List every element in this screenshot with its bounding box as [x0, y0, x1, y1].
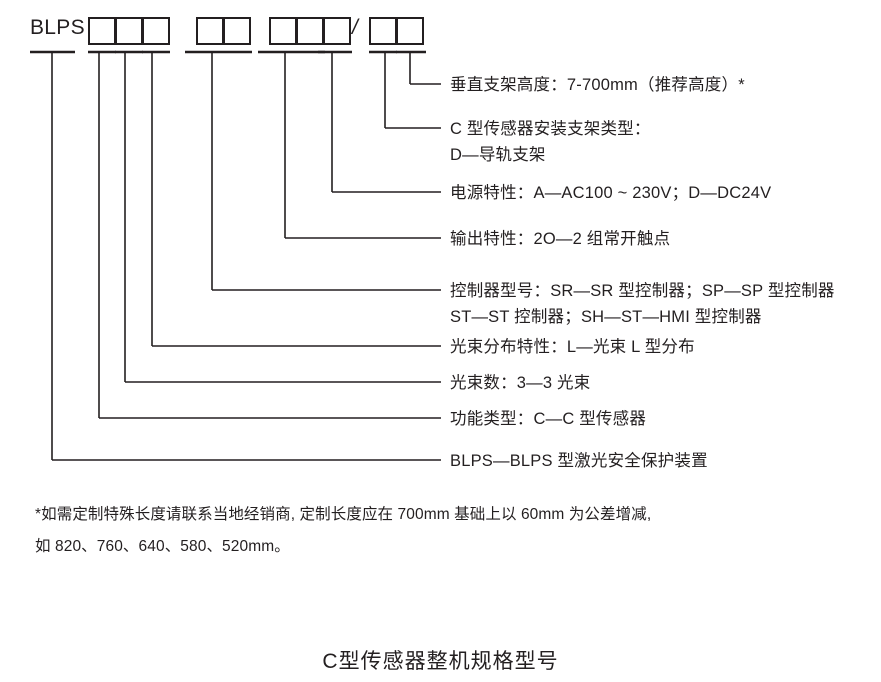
label-bracket-type-line-1: C 型传感器安装支架类型：	[450, 120, 651, 138]
box-4[interactable]	[196, 17, 224, 45]
diagram-caption: C型传感器整机规格型号	[322, 650, 559, 673]
label-function-type: 功能类型：C—C 型传感器	[450, 406, 646, 432]
box-1[interactable]	[88, 17, 116, 45]
box-3[interactable]	[142, 17, 170, 45]
label-beam-count-line-1: 光束数：3—3 光束	[450, 374, 591, 392]
box-tick-marks	[30, 50, 426, 460]
label-beam-count: 光束数：3—3 光束	[450, 370, 590, 396]
box-9[interactable]	[369, 17, 397, 45]
label-power-characteristic-line-1: 电源特性：A—AC100 ~ 230V；D—DC24V	[450, 184, 772, 202]
leader-horizontals	[52, 83, 441, 461]
code-prefix-label: BLPS	[30, 16, 85, 39]
box-10[interactable]	[396, 17, 424, 45]
label-controller-model: 控制器型号：SR—SR 型控制器；SP—SP 型控制器 ST—ST 控制器；SH—…	[450, 278, 835, 330]
label-controller-model-line-2: ST—ST 控制器；SH—ST—HMI 型控制器	[450, 308, 762, 326]
label-bracket-type: C 型传感器安装支架类型： D—导轨支架	[450, 116, 651, 168]
label-vertical-bracket-height: 垂直支架高度：7-700mm（推荐高度）*	[450, 72, 745, 98]
label-series-name-line-1: BLPS—BLPS 型激光安全保护装置	[450, 452, 708, 470]
slash-separator: /	[352, 16, 358, 39]
label-power-characteristic: 电源特性：A—AC100 ~ 230V；D—DC24V	[450, 180, 771, 206]
box-6[interactable]	[269, 17, 297, 45]
label-series-name: BLPS—BLPS 型激光安全保护装置	[450, 448, 708, 474]
label-beam-distribution: 光束分布特性：L—光束 L 型分布	[450, 334, 695, 360]
label-beam-distribution-line-1: 光束分布特性：L—光束 L 型分布	[450, 338, 695, 356]
label-output-characteristic: 输出特性：2O—2 组常开触点	[450, 226, 670, 252]
label-function-type-line-1: 功能类型：C—C 型传感器	[450, 410, 647, 428]
label-bracket-type-line-2: D—导轨支架	[450, 146, 546, 164]
box-8[interactable]	[323, 17, 351, 45]
box-7[interactable]	[296, 17, 324, 45]
footnote-line-2: 如 820、760、640、580、520mm。	[35, 538, 290, 555]
footnote-line-1: *如需定制特殊长度请联系当地经销商, 定制长度应在 700mm 基础上以 60m…	[35, 506, 652, 523]
box-5[interactable]	[223, 17, 251, 45]
label-output-characteristic-line-1: 输出特性：2O—2 组常开触点	[450, 230, 671, 248]
label-controller-model-line-1: 控制器型号：SR—SR 型控制器；SP—SP 型控制器	[450, 282, 835, 300]
label-vertical-bracket-height-line-1: 垂直支架高度：7-700mm（推荐高度）*	[450, 76, 745, 94]
box-2[interactable]	[115, 17, 143, 45]
